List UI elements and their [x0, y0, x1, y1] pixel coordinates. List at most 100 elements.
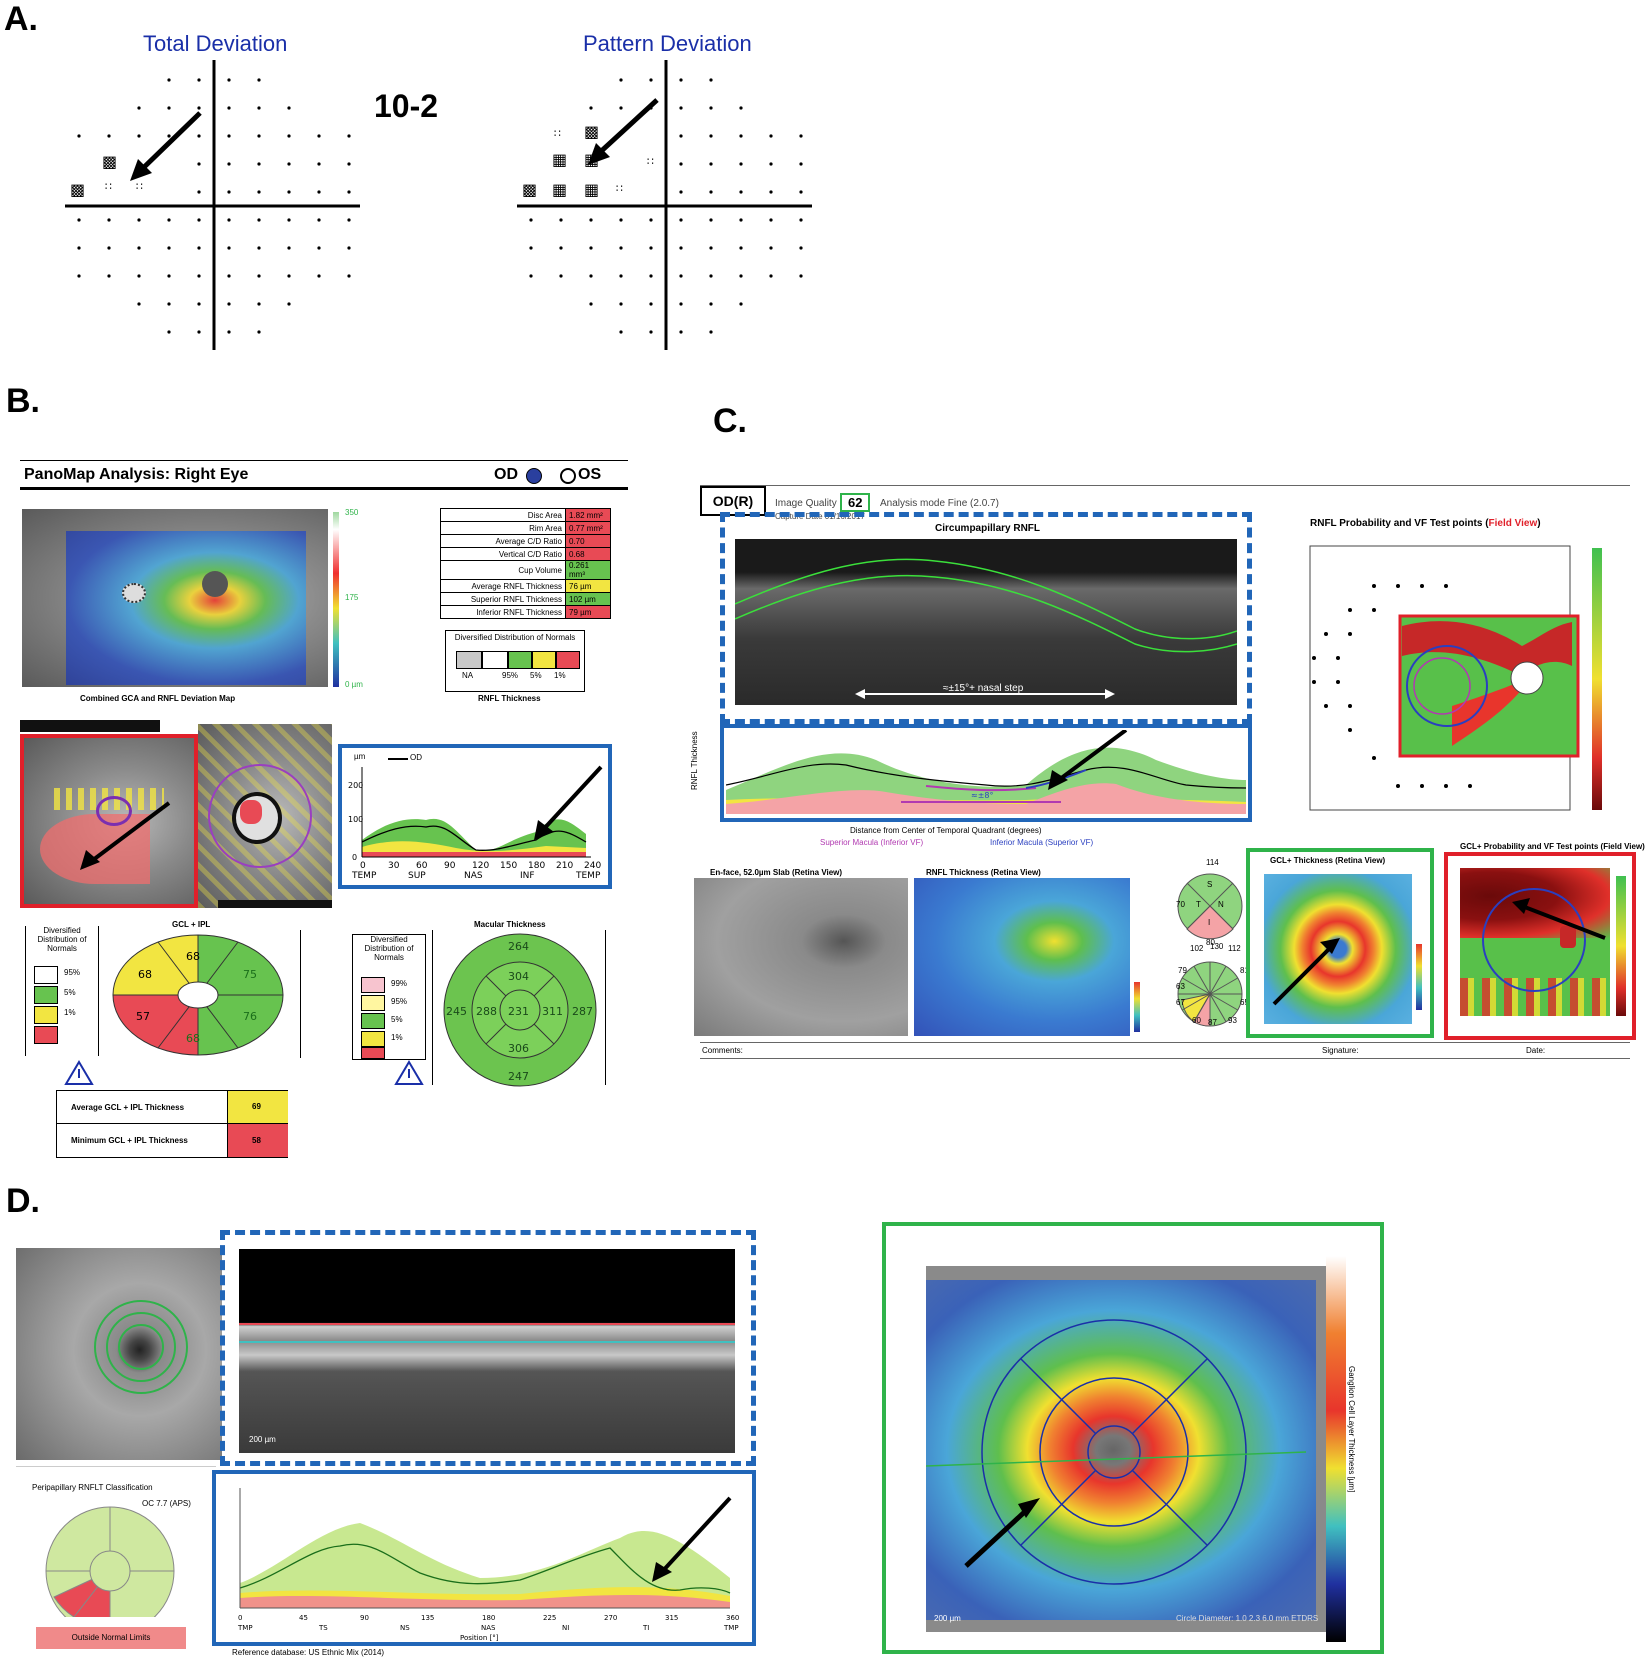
enface-image: [694, 878, 908, 1036]
field-point: [679, 274, 683, 278]
svg-text:NI: NI: [562, 1624, 569, 1632]
svg-text:304: 304: [508, 970, 529, 983]
field-point: [77, 246, 81, 250]
field-point: [739, 302, 743, 306]
svg-text:0: 0: [238, 1614, 242, 1622]
field-point: [649, 274, 653, 278]
test-pattern-label: 10-2: [374, 88, 439, 124]
svg-text:68: 68: [138, 968, 152, 981]
svg-text:NS: NS: [400, 1624, 410, 1632]
rnfl-profile-box: ≈±8°: [720, 724, 1252, 822]
rnfl-table-value: 0.70: [565, 534, 611, 548]
sector-chart: [45, 1506, 175, 1617]
field-point: [739, 218, 743, 222]
rnfl-table-value: 0.68: [565, 547, 611, 561]
field-point: [227, 330, 231, 334]
warning-icon: [394, 1060, 424, 1085]
field-point: [287, 274, 291, 278]
panel-c-label: C.: [713, 402, 747, 440]
field-point: [167, 246, 171, 250]
panomap-fundus-image: [22, 509, 328, 687]
field-point: [227, 190, 231, 194]
field-point: [137, 246, 141, 250]
svg-text:306: 306: [508, 1042, 529, 1055]
gcl-colorbar-d: [1326, 1256, 1346, 1642]
svg-text:TI: TI: [642, 1624, 649, 1632]
gcl-ipl-ellipse: 68 75 76 68 57 68: [112, 934, 284, 1056]
field-point: [589, 302, 593, 306]
rnfl-profile-chart: ≈±8°: [726, 730, 1246, 814]
field-point: [197, 190, 201, 194]
field-point: [769, 134, 773, 138]
field-point: [77, 218, 81, 222]
field-point: [709, 106, 713, 110]
colorbar-top-label: 350: [345, 508, 359, 517]
field-point: [287, 246, 291, 250]
svg-text:311: 311: [542, 1005, 563, 1018]
quadrant-clock-charts: [1177, 873, 1243, 1027]
os-unselected-icon[interactable]: [560, 468, 576, 484]
svg-text:90: 90: [360, 1614, 369, 1622]
oct-bscan-dashed-box: 200 µm: [220, 1230, 756, 1466]
bscan-image: ≈±15°+ nasal step: [735, 539, 1237, 705]
field-point: [317, 246, 321, 250]
os-label: OS: [578, 466, 602, 483]
field-point: [317, 162, 321, 166]
field-point: [227, 162, 231, 166]
od-selected-icon[interactable]: [526, 468, 542, 484]
rnfl-probability-plot: [1309, 545, 1602, 811]
field-point: [227, 274, 231, 278]
svg-text:60: 60: [416, 861, 428, 871]
field-point: [679, 190, 683, 194]
svg-text:0: 0: [352, 853, 357, 862]
field-point: [739, 246, 743, 250]
field-point: [257, 190, 261, 194]
field-point: [709, 330, 713, 334]
rnfl-table-label: Inferior RNFL Thickness: [440, 605, 566, 619]
bscan-scale: 200 µm: [249, 1435, 276, 1444]
svg-text:▦: ▦: [584, 180, 599, 199]
field-point: [167, 302, 171, 306]
svg-text:TEMP: TEMP: [351, 871, 377, 881]
field-point: [769, 246, 773, 250]
field-point: [287, 106, 291, 110]
field-point: [317, 190, 321, 194]
clock-hour-value: 102: [1190, 944, 1204, 953]
field-point: [227, 218, 231, 222]
rnfl-table-label: Average RNFL Thickness: [440, 579, 566, 593]
gcl-thickness-map-d: 200 µm Circle Diameter: 1.0 2.3 6.0 mm E…: [926, 1266, 1326, 1632]
clock-hour-value: 93: [1228, 1016, 1237, 1025]
field-point: [619, 106, 623, 110]
clock-hour-value: 81: [1240, 966, 1249, 975]
field-point: [559, 246, 563, 250]
arrow-head: [130, 159, 152, 181]
svg-text:76: 76: [243, 1010, 257, 1023]
rnfl-table-label: Rim Area: [440, 521, 566, 535]
legend-title: Diversified Distribution of Normals: [454, 633, 576, 642]
svg-text:120: 120: [472, 861, 489, 871]
field-point: [197, 78, 201, 82]
thickness-overlay: [66, 531, 306, 685]
rnfl-classification: Peripapillary RNFLT Classification OC 7.…: [16, 1466, 216, 1652]
svg-text:0: 0: [360, 861, 366, 871]
gcl-summary-table: Average GCL + IPL Thickness 69 Minimum G…: [56, 1090, 288, 1158]
field-point: [287, 218, 291, 222]
field-point: [529, 274, 533, 278]
field-point: [257, 134, 261, 138]
field-point: [739, 134, 743, 138]
field-point: [799, 190, 803, 194]
panel-b-label: B.: [6, 382, 40, 420]
clock-hour-value: 112: [1228, 944, 1241, 953]
arrow-head: [588, 143, 610, 165]
field-point: [679, 162, 683, 166]
field-point: [257, 218, 261, 222]
legend-label: NA: [462, 671, 474, 680]
field-point: [107, 246, 111, 250]
field-point: [197, 218, 201, 222]
svg-text:225: 225: [543, 1614, 556, 1622]
field-point: [679, 302, 683, 306]
